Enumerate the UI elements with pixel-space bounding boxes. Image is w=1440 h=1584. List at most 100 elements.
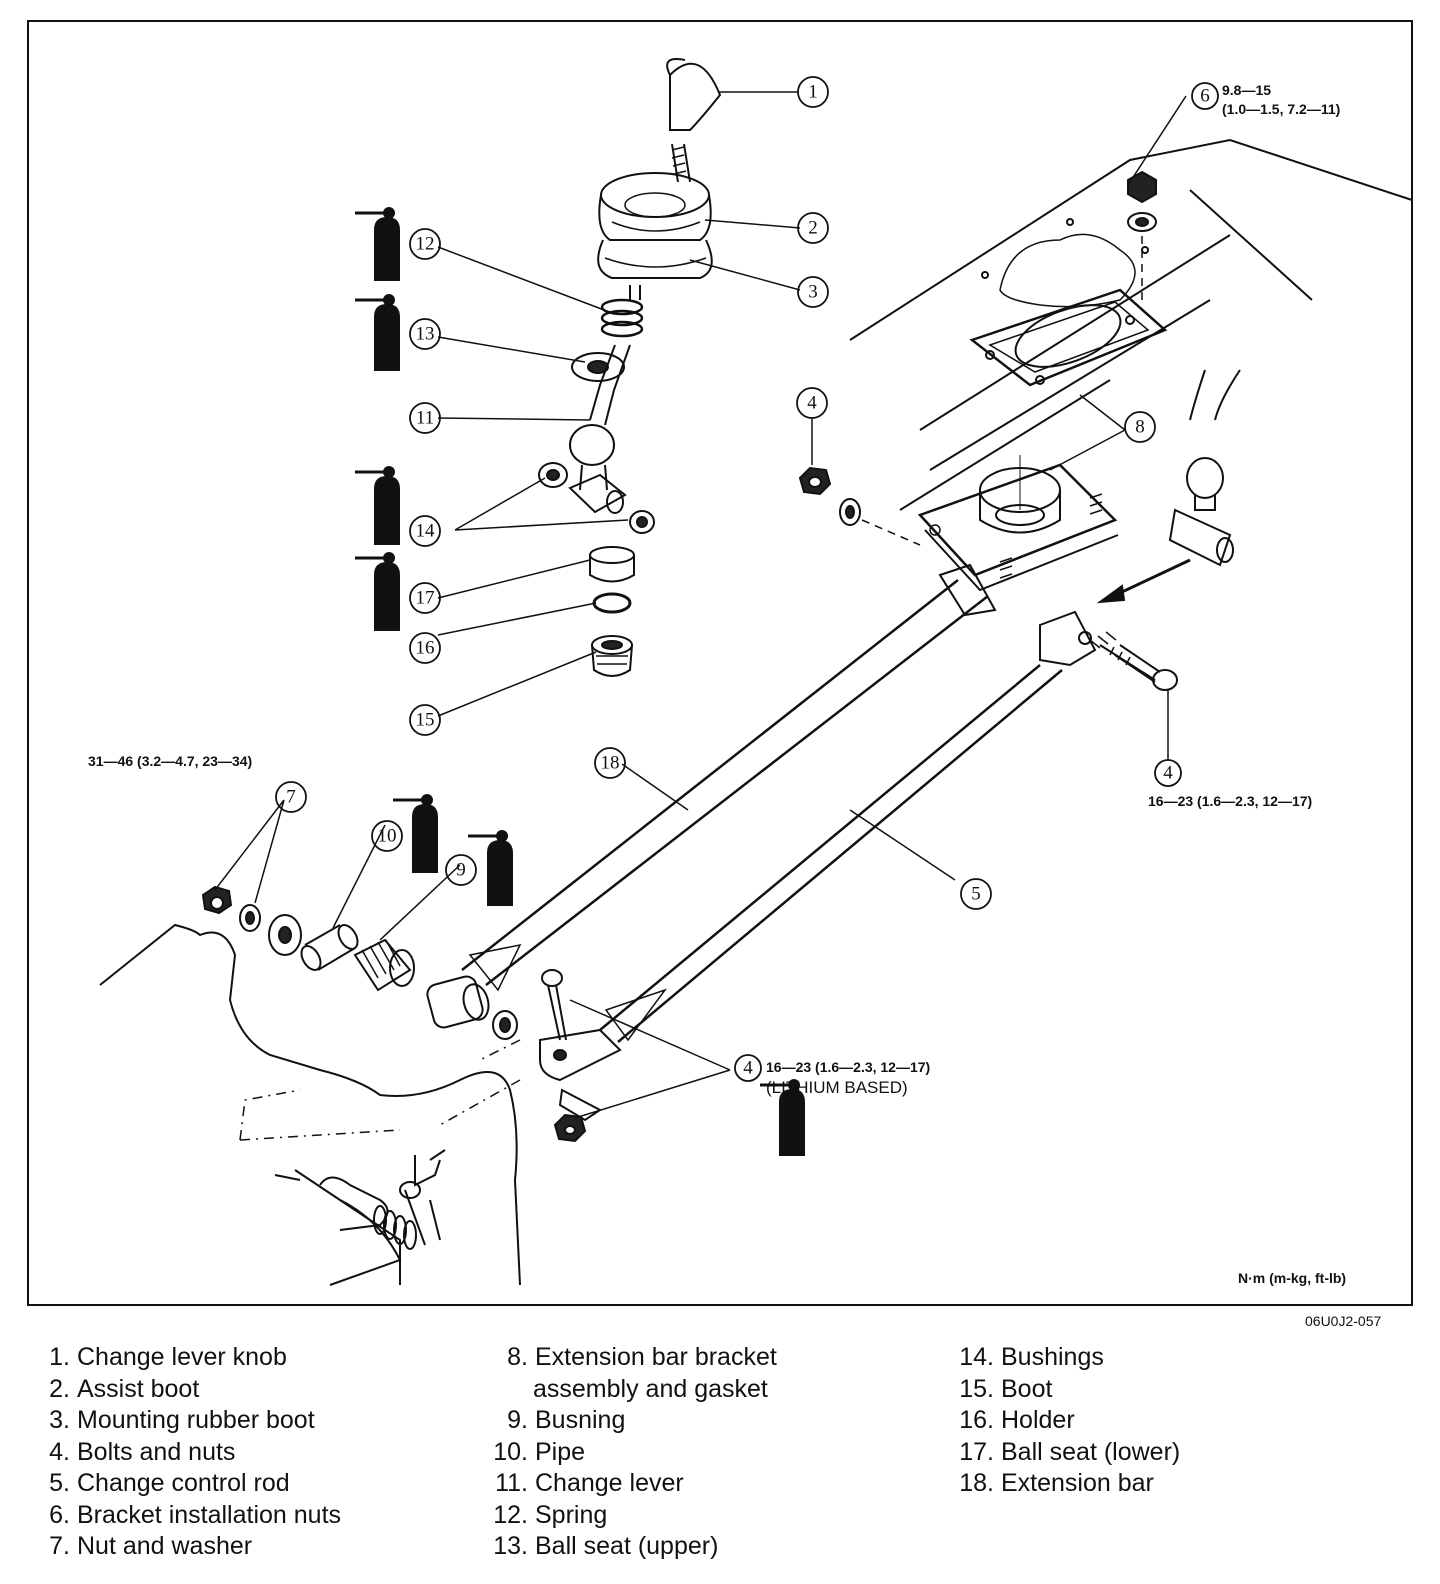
change-lever [568,285,644,514]
callout-5: 5 [960,878,992,910]
svg-text:2: 2 [808,218,818,239]
legend-item: 5.Change control rod [49,1469,290,1497]
torque-bolt4-right: 16—23 (1.6—2.3, 12—17) [1148,793,1312,809]
callout-1: 1 [797,76,829,108]
extension-bar [426,563,997,1040]
svg-text:10: 10 [378,826,397,847]
legend-item: 14.Bushings [959,1343,1104,1371]
legend-item-continuation: assembly and gasket [533,1374,768,1403]
callout-15: 15 [409,704,441,736]
diagram-frame [27,20,1413,1306]
svg-text:8: 8 [1135,417,1145,438]
svg-text:4: 4 [1163,763,1173,784]
bushings [538,462,655,534]
legend-item: 10.Pipe [493,1437,586,1466]
change-control-rod [599,610,1178,1043]
svg-text:12: 12 [416,234,435,255]
boot [591,635,633,677]
svg-text:16: 16 [416,638,435,659]
svg-text:1: 1 [808,82,818,103]
grease-icon [355,466,400,545]
legend-item: 11.Change lever [495,1469,684,1497]
svg-text:9: 9 [456,860,466,881]
callout-10: 10 [371,820,403,852]
gasket [969,288,1168,387]
assist-boot [598,172,712,241]
legend-item: 13.Ball seat (upper) [493,1532,719,1560]
callout-9: 9 [445,854,477,886]
callout-8: 8 [1124,411,1156,443]
legend-column-3: 14.Bushings 15.Boot 16.Holder 17.Ball se… [950,1342,1180,1500]
svg-text:11: 11 [416,408,434,429]
svg-text:13: 13 [416,324,435,345]
change-lever-knob [666,58,722,183]
grease-icon [355,294,400,371]
figure-code: 06U0J2-057 [1305,1313,1382,1329]
callout-4-right: 4 [1154,759,1182,787]
legend-item: 3.Mounting rubber boot [49,1406,315,1434]
legend-item: 15.Boot [959,1374,1053,1403]
svg-text:15: 15 [416,710,435,731]
direction-arrow [1096,558,1191,604]
grease-icon [468,830,513,906]
bracket-installation-nut [1127,170,1157,300]
grease-icon [760,1079,805,1156]
grease-icon [393,794,438,873]
torque-specs: 9.8—15 (1.0—1.5, 7.2—11) 31—46 (3.2—4.7,… [88,82,1346,1286]
bolts-and-nuts [798,466,921,546]
callout-16: 16 [409,632,441,664]
svg-text:6: 6 [1200,86,1210,107]
bushing [353,938,415,992]
torque-nut6-line1: 9.8—15 [1222,82,1271,98]
legend-item: 8.Extension bar bracket [507,1343,777,1371]
callout-12: 12 [409,228,441,260]
svg-text:7: 7 [286,787,296,808]
callout-2: 2 [797,212,829,244]
callout-markers: 1 2 3 12 13 11 14 17 16 15 6 8 4 4 18 5 … [275,76,1219,1082]
legend-item: 4.Bolts and nuts [49,1437,236,1466]
svg-text:5: 5 [971,884,981,905]
bolt-right [1099,644,1156,681]
svg-text:4: 4 [743,1058,753,1079]
callout-13: 13 [409,318,441,350]
legend-item: 12.Spring [493,1500,608,1529]
transmission-linkage-right [1168,369,1241,567]
transmission-housing [99,923,521,1286]
legend-column-1: 1.Change lever knob 2.Assist boot 3.Moun… [40,1342,341,1563]
callout-18: 18 [594,747,626,779]
clevis-and-bolt [439,969,622,1143]
legend-column-2: 8.Extension bar bracket assembly and gas… [484,1342,777,1563]
svg-text:17: 17 [416,588,435,609]
legend-item: 9.Busning [507,1406,626,1434]
legend-item: 2.Assist boot [49,1374,200,1403]
svg-text:4: 4 [807,393,817,414]
grease-icon [355,552,400,631]
torque-bolt4-bottom: 16—23 (1.6—2.3, 12—17) [766,1059,930,1075]
callout-17: 17 [409,582,441,614]
extension-bar-bracket [917,455,1119,592]
pipe [300,924,359,971]
callout-4-upper: 4 [796,387,828,419]
exploded-parts-diagram: 1 2 3 12 13 11 14 17 16 15 6 8 4 4 18 5 … [88,58,1413,1286]
legend-item: 7.Nut and washer [49,1532,253,1560]
callout-6: 6 [1191,82,1219,110]
svg-text:14: 14 [416,521,436,542]
mounting-rubber-boot [597,239,713,279]
callout-14: 14 [409,515,441,547]
torque-nut6-line2: (1.0—1.5, 7.2—11) [1222,101,1340,117]
callout-7: 7 [275,781,307,813]
holder [592,592,632,614]
legend-item: 17.Ball seat (lower) [959,1437,1181,1466]
svg-text:18: 18 [601,753,620,774]
callout-3: 3 [797,276,829,308]
lithium-based-note: (LITHIUM BASED) [766,1078,908,1097]
units-note: N·m (m-kg, ft-lb) [1238,1270,1346,1286]
legend-item: 6.Bracket installation nuts [49,1500,342,1529]
legend-item: 1.Change lever knob [49,1343,287,1371]
legend-item: 16.Holder [959,1406,1075,1434]
svg-text:3: 3 [808,282,818,303]
grease-bottle-icons [355,207,805,1156]
leader-lines [214,91,1187,1119]
callout-4-bottom: 4 [734,1054,762,1082]
grease-icon [355,207,400,281]
